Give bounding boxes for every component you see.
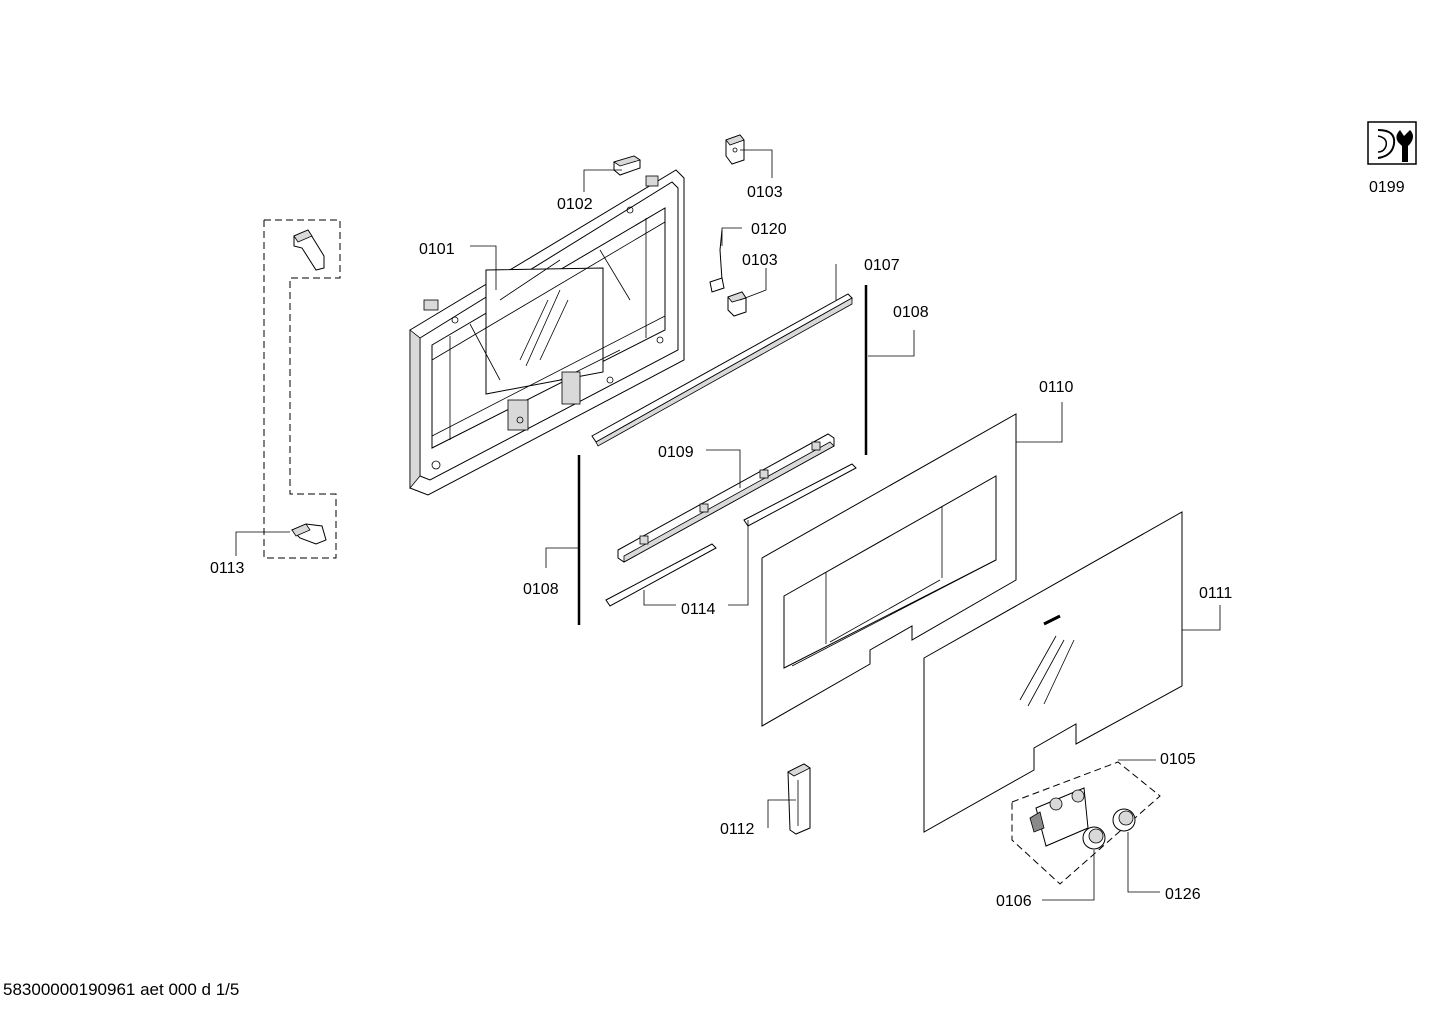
part-door-frame [409,169,685,496]
label-0199: 0199 [1369,179,1405,196]
label-0111: 0111 [1199,585,1232,602]
label-0103-top: 0103 [747,184,783,201]
part-rail-0114-a [605,543,717,607]
drawing-code: 58300000190961 aet 000 d 1/5 [3,980,240,999]
label-0102: 0102 [557,196,593,213]
label-0114: 0114 [681,601,716,618]
part-rail-0109 [617,433,835,563]
label-0113: 0113 [210,560,245,577]
label-0110: 0110 [1039,379,1074,396]
label-0108-right: 0108 [893,304,929,321]
label-0101: 0101 [419,241,455,258]
part-knob-0106 [1082,826,1106,850]
part-handle-0112 [787,763,811,835]
label-0112: 0112 [720,821,755,838]
part-bracket-0103-top [725,134,745,165]
part-clip-0102 [613,155,641,176]
part-rail-0107 [591,293,853,447]
part-glass-0110 [761,413,1017,727]
label-0106: 0106 [996,893,1032,910]
label-0126: 0126 [1165,886,1201,903]
part-knob-0126 [1112,808,1136,832]
label-0109: 0109 [658,444,694,461]
label-0103-lower: 0103 [742,252,778,269]
part-latch-group-0105 [1011,761,1161,885]
part-hinge-group-0113 [263,219,341,559]
service-tool-icon [1367,121,1417,165]
part-rail-0114-b [743,463,857,527]
part-spring-0120 [709,229,725,293]
leader-lines [235,149,1221,901]
label-0107: 0107 [864,257,900,274]
label-0120: 0120 [751,221,787,238]
label-0105: 0105 [1160,751,1196,768]
part-bracket-0103-lower [727,291,747,317]
label-0108-left: 0108 [523,581,559,598]
part-glass-0111 [923,511,1183,833]
